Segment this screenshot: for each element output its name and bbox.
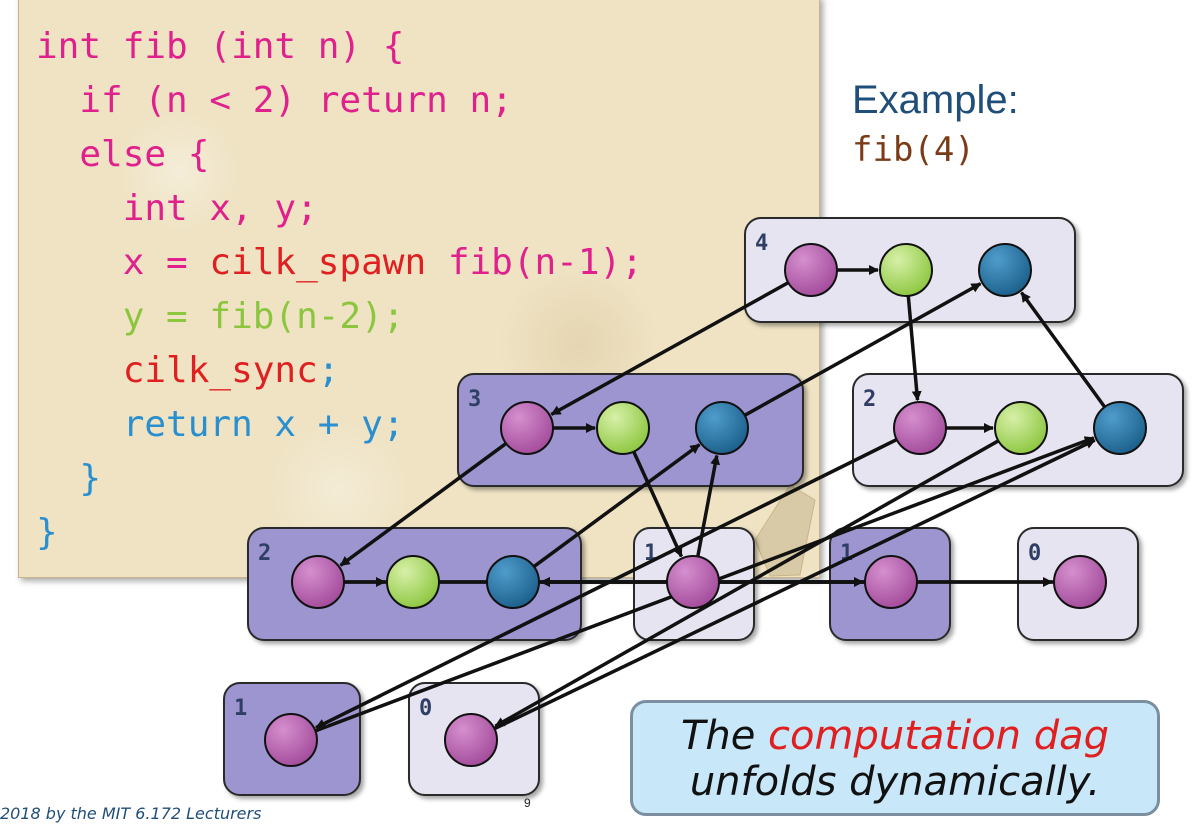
footer-credit: 2018 by the MIT 6.172 Lecturers (0, 804, 262, 823)
code-line: int fib (int n) { (36, 20, 404, 74)
example-title: Example: (852, 78, 1019, 122)
strand-spawn (666, 555, 720, 609)
dag-edge (906, 295, 922, 402)
code-token: return x + y; (36, 404, 405, 445)
strand-spawn (264, 713, 318, 767)
code-line: } (36, 506, 58, 560)
code-line: int x, y; (36, 182, 318, 236)
code-line: cilk_sync; (36, 344, 340, 398)
code-line: else { (36, 128, 209, 182)
dag-edge (493, 438, 1096, 731)
code-token: cilk_spawn (209, 242, 427, 283)
code-token: } (36, 458, 102, 499)
code-token: y = fib(n-2); (36, 296, 405, 337)
code-line: return x + y; (36, 398, 405, 452)
code-token: x = (36, 242, 210, 283)
frame-label: 2 (863, 387, 876, 412)
caption-emphasis: computation dag (768, 713, 1110, 759)
strand-continue (879, 243, 933, 297)
strand-spawn (784, 243, 838, 297)
dag-edge (550, 281, 790, 416)
strand-return (695, 401, 749, 455)
dag-edge (632, 450, 684, 558)
code-token: } (36, 512, 58, 553)
strand-spawn (893, 401, 947, 455)
strand-return (1093, 401, 1147, 455)
frame-label: 0 (1028, 541, 1041, 566)
dag-edge (696, 454, 721, 557)
strand-continue (386, 555, 440, 609)
frame-label: 4 (755, 231, 768, 256)
code-line: x = cilk_spawn fib(n-1); (36, 236, 643, 290)
code-panel (18, 0, 820, 578)
code-token: if (n < 2) return n; (36, 80, 513, 121)
code-token: ; (317, 350, 340, 391)
frame-label: 2 (258, 541, 271, 566)
strand-return (978, 243, 1032, 297)
code-token: fib(n-1); (426, 242, 643, 283)
dag-edge (1020, 291, 1107, 409)
strand-spawn (864, 555, 918, 609)
dag-edge (532, 443, 701, 568)
code-token: cilk_sync (36, 350, 318, 391)
code-line: } (36, 452, 101, 506)
code-line: if (n < 2) return n; (36, 74, 513, 128)
strand-continue (596, 401, 650, 455)
page-number: 9 (524, 796, 531, 810)
code-line: y = fib(n-2); (36, 290, 405, 344)
strand-spawn (444, 713, 498, 767)
code-token: else { (36, 134, 210, 175)
strand-continue (994, 401, 1048, 455)
caption-line-2: unfolds dynamically. (689, 759, 1101, 805)
code-token: int x, y; (36, 188, 318, 229)
strand-spawn (500, 401, 554, 455)
frame-label: 0 (419, 696, 432, 721)
strand-spawn (291, 555, 345, 609)
example-call: fib(4) (852, 130, 975, 170)
dag-edge (339, 442, 508, 567)
dag-edge (743, 282, 982, 417)
strand-return (486, 555, 540, 609)
caption-box: The computation dag unfolds dynamically. (630, 700, 1160, 816)
strand-spawn (1053, 555, 1107, 609)
code-token: int fib (int n) { (36, 26, 405, 67)
frame-label: 3 (468, 387, 481, 412)
frame-label: 1 (234, 696, 247, 721)
caption-line-1: The computation dag (680, 713, 1110, 759)
